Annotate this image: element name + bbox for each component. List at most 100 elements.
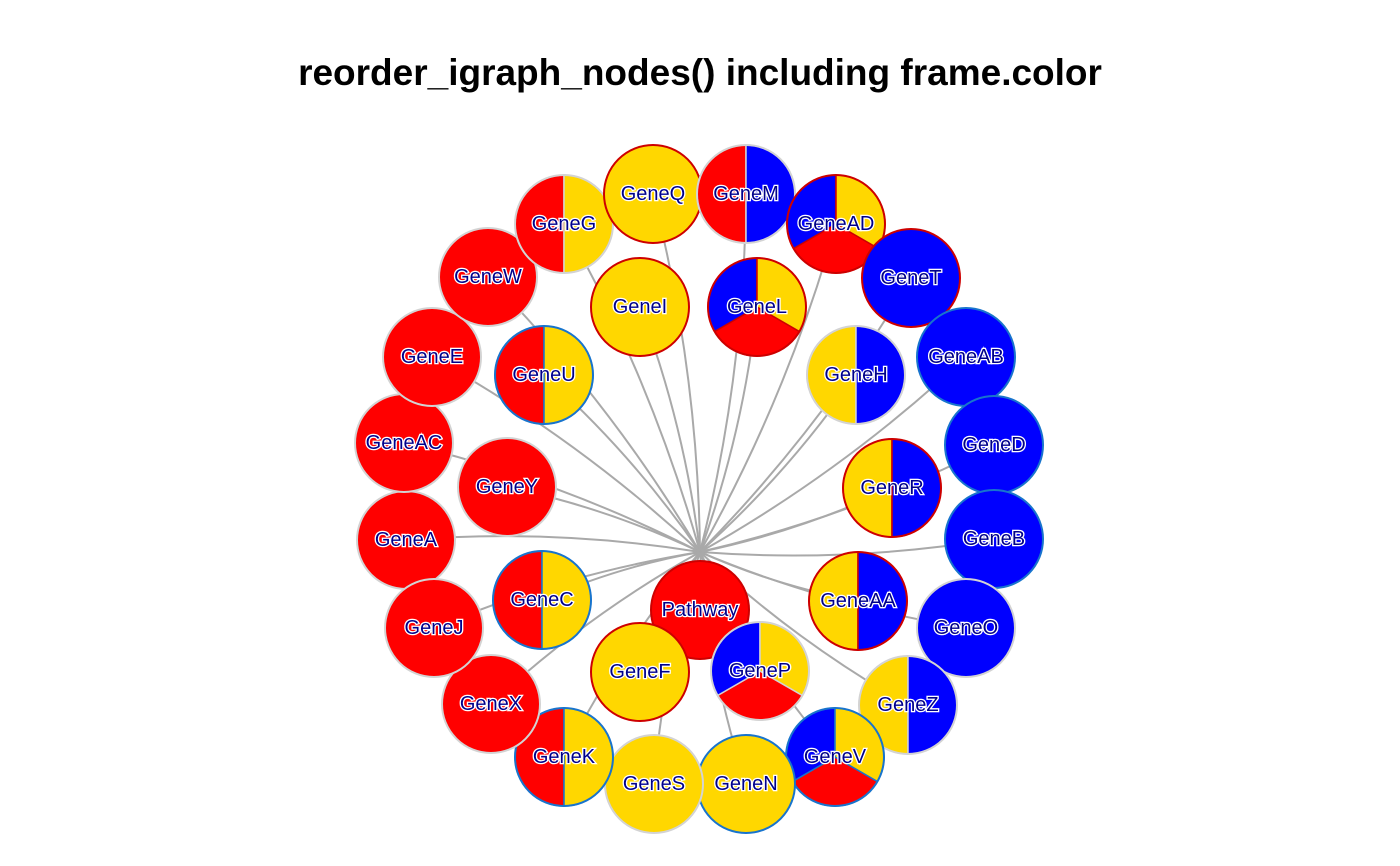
node-gener: GeneR — [842, 438, 942, 538]
node-genel: GeneL — [707, 257, 807, 357]
node-genet: GeneT — [861, 228, 961, 328]
node-label: GeneI — [613, 296, 667, 318]
node-frame — [441, 654, 541, 754]
node-genef: GeneF — [590, 622, 690, 722]
node-label: GeneG — [532, 213, 596, 235]
node-label: GeneT — [880, 267, 941, 289]
node-geneg: GeneG — [514, 174, 614, 274]
node-fill — [442, 655, 540, 753]
node-fill — [605, 735, 703, 833]
edge-pathway-genem — [699, 193, 747, 553]
node-frame — [842, 438, 942, 538]
node-label: GeneA — [375, 529, 438, 551]
node-geneh: GeneH — [806, 325, 906, 425]
node-frame — [707, 257, 807, 357]
node-frame — [382, 307, 482, 407]
node-label: GeneX — [460, 693, 522, 715]
node-geneq: GeneQ — [603, 144, 703, 244]
node-genex: GeneX — [441, 654, 541, 754]
node-frame — [806, 325, 906, 425]
node-label: Pathway — [662, 599, 739, 621]
node-geneb: GeneB — [944, 489, 1044, 589]
node-frame — [492, 550, 592, 650]
node-genec: GeneC — [492, 550, 592, 650]
node-fill — [383, 308, 481, 406]
node-fill — [917, 308, 1015, 406]
plot-title: reorder_igraph_nodes() including frame.c… — [298, 52, 1102, 93]
node-label: GeneP — [729, 660, 791, 682]
node-label: GeneE — [401, 346, 463, 368]
node-label: GeneZ — [877, 694, 938, 716]
node-label: GeneK — [533, 746, 596, 768]
node-frame — [494, 325, 594, 425]
node-fill — [651, 561, 749, 659]
node-label: GeneU — [512, 364, 575, 386]
node-fill — [355, 394, 453, 492]
node-frame — [438, 227, 538, 327]
node-frame — [696, 144, 796, 244]
node-genes: GeneS — [604, 734, 704, 834]
node-geneaa: GeneAA — [808, 551, 908, 651]
node-label: GeneAB — [928, 346, 1004, 368]
node-genew: GeneW — [438, 227, 538, 327]
node-label: GeneAC — [366, 432, 443, 454]
node-label: GeneB — [963, 528, 1025, 550]
node-geneac: GeneAC — [354, 393, 454, 493]
node-geney: GeneY — [457, 437, 557, 537]
node-label: GeneR — [860, 477, 923, 499]
node-fill — [591, 258, 689, 356]
node-label: GeneC — [510, 589, 573, 611]
node-fill — [945, 396, 1043, 494]
node-fill — [357, 491, 455, 589]
node-label: GeneAD — [798, 213, 875, 235]
node-genen: GeneN — [696, 734, 796, 834]
node-frame — [916, 578, 1016, 678]
node-genei: GeneI — [590, 257, 690, 357]
node-fill — [458, 438, 556, 536]
node-genee: GeneE — [382, 307, 482, 407]
node-label: GeneW — [454, 266, 522, 288]
node-fill — [945, 490, 1043, 588]
node-label: GeneQ — [621, 183, 685, 205]
node-label: GeneH — [824, 364, 887, 386]
node-frame — [590, 622, 690, 722]
nodes-layer: GeneA GeneAC GeneE GeneW GeneG GeneQ GeneM Gene… — [354, 144, 1044, 834]
node-label: GeneS — [623, 773, 685, 795]
node-fill — [604, 145, 702, 243]
node-genej: GeneJ — [384, 578, 484, 678]
node-frame — [861, 228, 961, 328]
node-frame — [384, 578, 484, 678]
node-genez: GeneZ — [858, 655, 958, 755]
node-label: GeneF — [609, 661, 670, 683]
node-frame — [514, 707, 614, 807]
node-genem: GeneM — [696, 144, 796, 244]
node-fill — [439, 228, 537, 326]
node-frame — [650, 560, 750, 660]
node-geneu: GeneU — [494, 325, 594, 425]
node-label: GeneV — [804, 746, 867, 768]
node-frame — [808, 551, 908, 651]
node-frame — [457, 437, 557, 537]
node-frame — [858, 655, 958, 755]
node-gened: GeneD — [944, 395, 1044, 495]
node-genea: GeneA — [356, 490, 456, 590]
node-genev: GeneV — [785, 707, 885, 807]
node-geneo: GeneO — [916, 578, 1016, 678]
node-fill — [591, 623, 689, 721]
node-frame — [590, 257, 690, 357]
node-label: GeneL — [727, 296, 787, 318]
node-label: GeneM — [713, 183, 779, 205]
node-label: GeneD — [962, 434, 1025, 456]
node-label: GeneO — [934, 617, 998, 639]
node-frame — [786, 174, 886, 274]
node-label: GeneN — [714, 773, 777, 795]
node-label: GeneJ — [405, 617, 464, 639]
node-fill — [917, 579, 1015, 677]
node-frame — [710, 621, 810, 721]
node-genead: GeneAD — [786, 174, 886, 274]
node-fill — [385, 579, 483, 677]
node-fill — [697, 735, 795, 833]
node-pathway: Pathway — [650, 560, 750, 660]
node-label: GeneAA — [820, 590, 896, 612]
